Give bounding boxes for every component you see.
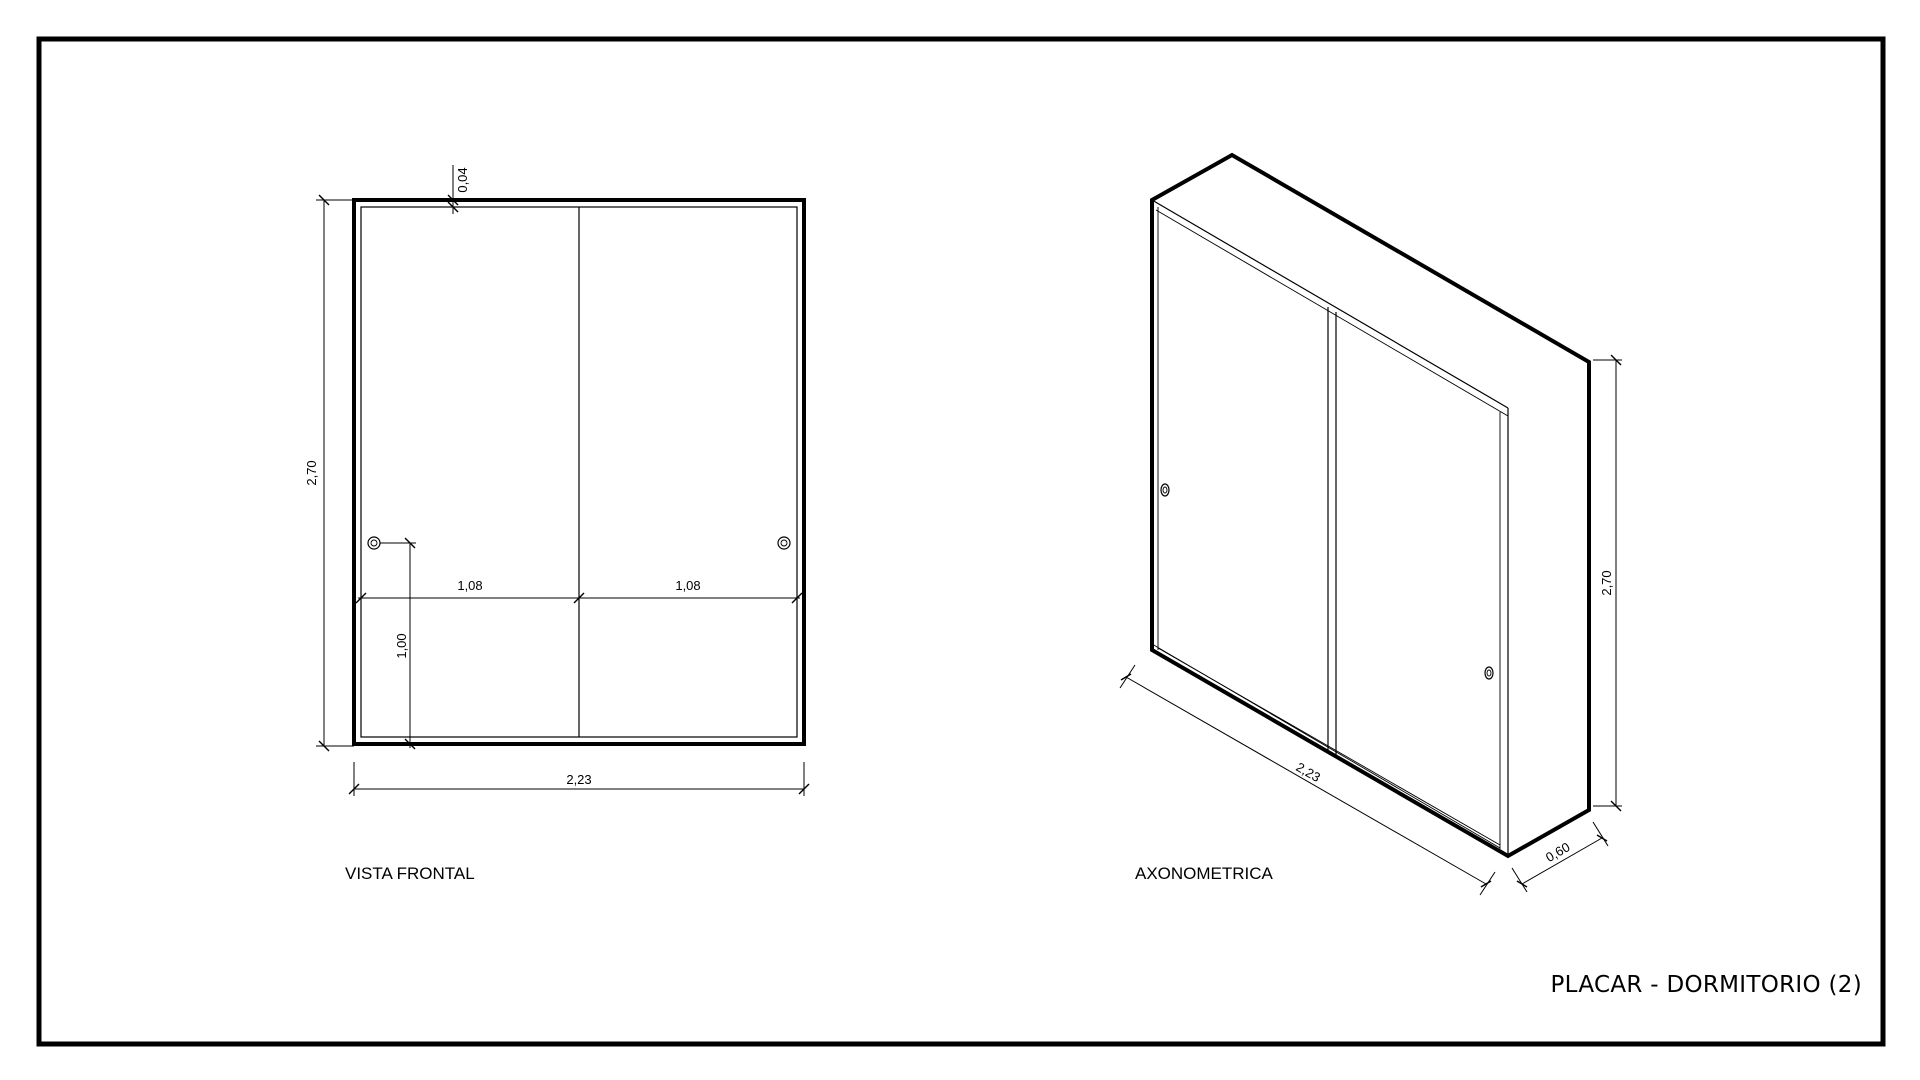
axo-front-top-edge	[1151, 199, 1509, 409]
sheet-border	[36, 36, 1886, 1047]
axo-top-inner-edge	[1155, 209, 1509, 417]
handle-left	[367, 536, 381, 550]
front-height-dimension: 2,70	[304, 194, 354, 752]
handle-height-label: 1,00	[394, 633, 409, 658]
axo-width-label: 2,23	[1294, 759, 1323, 785]
axo-height-label: 2,70	[1599, 570, 1614, 595]
axo-silhouette	[1150, 152, 1591, 859]
axo-height-dimension: 2,70	[1593, 354, 1622, 812]
top-thickness-dimension: 0,04	[447, 165, 470, 214]
front-view: 2,70 2,23 0,04 1,08 1,0	[304, 165, 810, 883]
handle-right	[777, 536, 791, 550]
axo-depth-dimension: 0,60	[1511, 821, 1609, 893]
handle-height-dimension: 1,00	[380, 537, 416, 750]
door-width-dimension: 1,08 1,08	[355, 578, 803, 604]
axo-handle-left	[1160, 483, 1170, 497]
door-right-width-label: 1,08	[675, 578, 700, 593]
sheet-title: PLACAR - DORMITORIO (2)	[1551, 972, 1862, 998]
axo-view-label: AXONOMETRICA	[1135, 864, 1274, 883]
axo-width-dimension: 2,23	[1119, 664, 1496, 896]
axo-depth-label: 0,60	[1543, 839, 1572, 865]
axo-handle-right	[1484, 666, 1494, 680]
door-left-width-label: 1,08	[457, 578, 482, 593]
front-height-label: 2,70	[304, 460, 319, 485]
front-outer-frame	[352, 198, 806, 746]
front-view-label: VISTA FRONTAL	[345, 864, 475, 883]
front-width-label: 2,23	[566, 772, 591, 787]
axonometric-view: 2,70 2,23 0,60 AXONOMETRICA	[1119, 152, 1622, 896]
front-width-dimension: 2,23	[348, 762, 810, 796]
top-thickness-label: 0,04	[455, 167, 470, 192]
